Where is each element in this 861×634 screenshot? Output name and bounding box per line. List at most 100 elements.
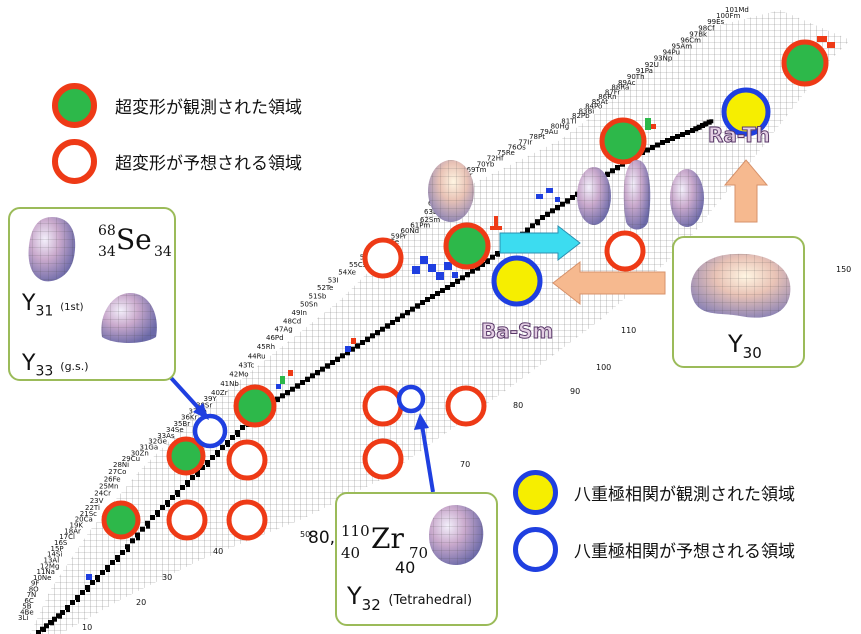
- element-label: 43Tc: [239, 362, 255, 370]
- stable-nuclide-cell: [370, 333, 375, 339]
- element-label: 70Yb: [477, 160, 495, 168]
- stable-nuclide-cell: [693, 126, 699, 132]
- stable-nuclide-cell: [565, 198, 570, 204]
- element-label: 82Pb: [572, 112, 590, 120]
- element-label: 101Md: [725, 6, 749, 14]
- stable-nuclide-cell: [135, 532, 140, 538]
- zr-prefix: 80,: [308, 528, 336, 548]
- stable-nuclide-cell: [665, 138, 670, 143]
- stable-nuclide-cell: [555, 205, 560, 210]
- stable-nuclide-cell: [44, 623, 49, 629]
- stable-nuclide-cell: [535, 219, 540, 225]
- element-label: 77Ir: [518, 138, 532, 146]
- element-label: 98Cf: [698, 24, 715, 32]
- element-label: 50Sn: [300, 301, 318, 309]
- stable-nuclide-cell: [165, 500, 170, 505]
- element-label: 29Cu: [122, 455, 140, 463]
- element-label: 40Zr: [211, 389, 228, 397]
- element-label: 69Tm: [467, 166, 487, 174]
- legend-red-open-circle-icon: [52, 139, 97, 184]
- stable-nuclide-cell: [85, 585, 90, 590]
- stable-nuclide-cell: [560, 201, 565, 207]
- stable-nuclide-cell: [310, 373, 315, 379]
- element-label: 18Ar: [64, 527, 81, 535]
- legend-blue-open-circle-icon: [513, 527, 558, 572]
- stable-nuclide-cell: [490, 254, 495, 260]
- neutron-tick-label: 70: [460, 460, 470, 469]
- element-label: 52Te: [317, 284, 333, 292]
- stable-nuclide-cell: [525, 227, 530, 233]
- element-label: 79Au: [540, 128, 558, 136]
- octupole-predicted-circles: [192, 384, 426, 449]
- stable-nuclide-cell: [146, 524, 150, 529]
- element-label: 31Ga: [140, 444, 159, 452]
- element-label: 81Tl: [561, 117, 576, 125]
- legend-superdeformed-observed: 超変形が観測された領域: [52, 83, 302, 128]
- element-label: 87Fr: [605, 88, 620, 96]
- element-label: 100Fm: [716, 12, 740, 20]
- stable-nuclide-cell: [175, 490, 180, 495]
- element-label: 75Re: [497, 149, 515, 157]
- element-label: 35Br: [174, 420, 191, 428]
- stable-nuclide-cell: [170, 495, 175, 500]
- element-label: 85At: [592, 98, 609, 106]
- se-shape-y33: [101, 293, 157, 343]
- element-label: 90Th: [627, 73, 645, 81]
- stable-nuclide-cell: [40, 626, 45, 632]
- cyan-arrow: [499, 224, 581, 262]
- element-label: 49In: [292, 309, 307, 317]
- stable-nuclide-cell: [330, 360, 335, 365]
- stable-nuclide-cell: [440, 288, 445, 293]
- element-label: 39Y: [204, 395, 218, 403]
- stable-nuclide-cell: [350, 346, 355, 352]
- stable-nuclide-cell: [280, 393, 285, 399]
- element-label: 30Zn: [131, 449, 149, 457]
- stable-nuclide-cell: [56, 613, 61, 619]
- stable-nuclide-cell: [380, 326, 385, 332]
- stable-nuclide-cell: [550, 208, 555, 214]
- stable-nuclide-cell: [200, 465, 205, 470]
- stable-nuclide-cell: [375, 330, 380, 335]
- se-n: 34: [154, 244, 172, 260]
- element-label: 20Ca: [75, 516, 93, 524]
- element-label: 22Ti: [85, 504, 100, 512]
- element-label: 25Mn: [99, 483, 118, 491]
- element-label: 38Sr: [196, 401, 212, 409]
- legend-yellow-circle-icon: [513, 470, 558, 515]
- element-label: 14Si: [47, 551, 62, 559]
- element-label: 76Os: [508, 144, 526, 152]
- stable-nuclide-cell: [430, 294, 435, 299]
- element-label: 96Cm: [680, 36, 701, 44]
- element-label: 46Pd: [266, 334, 284, 342]
- peach-arrow-up: [723, 159, 769, 223]
- element-label: 36Kr: [181, 414, 197, 422]
- y33-label: Y33 (g.s.): [22, 351, 89, 380]
- element-label: 83Bi: [579, 107, 595, 115]
- element-label: 28Ni: [113, 461, 129, 469]
- y30-shape: [690, 253, 791, 318]
- stable-nuclide-cell: [415, 303, 420, 309]
- zr-z: 40: [341, 544, 361, 562]
- element-label: 27Co: [108, 468, 126, 476]
- stable-nuclide-cell: [360, 340, 365, 345]
- stable-nuclide-cell: [315, 370, 320, 375]
- stable-nuclide-cell: [150, 515, 155, 520]
- stable-nuclide-cell: [495, 251, 500, 256]
- element-label: 13Al: [44, 557, 60, 565]
- element-label: 92U: [645, 61, 659, 69]
- stable-nuclide-cell: [185, 480, 190, 485]
- stable-nuclide-cell: [465, 272, 470, 277]
- neutron-tick-label: 50: [300, 530, 310, 539]
- element-label: 72Hf: [487, 155, 504, 163]
- stable-nuclide-cell: [445, 285, 450, 290]
- stable-nuclide-cell: [450, 282, 455, 287]
- stable-nuclide-cell: [405, 310, 410, 315]
- element-label: 9F: [31, 580, 39, 588]
- stable-nuclide-cell: [680, 132, 685, 137]
- element-label: 48Cd: [283, 317, 301, 325]
- element-label: 59Pr: [391, 233, 407, 241]
- stable-nuclide-cell: [690, 128, 695, 133]
- stable-nuclide-cell: [420, 300, 425, 305]
- y32-label: Y32 (Tetrahedral): [347, 582, 473, 614]
